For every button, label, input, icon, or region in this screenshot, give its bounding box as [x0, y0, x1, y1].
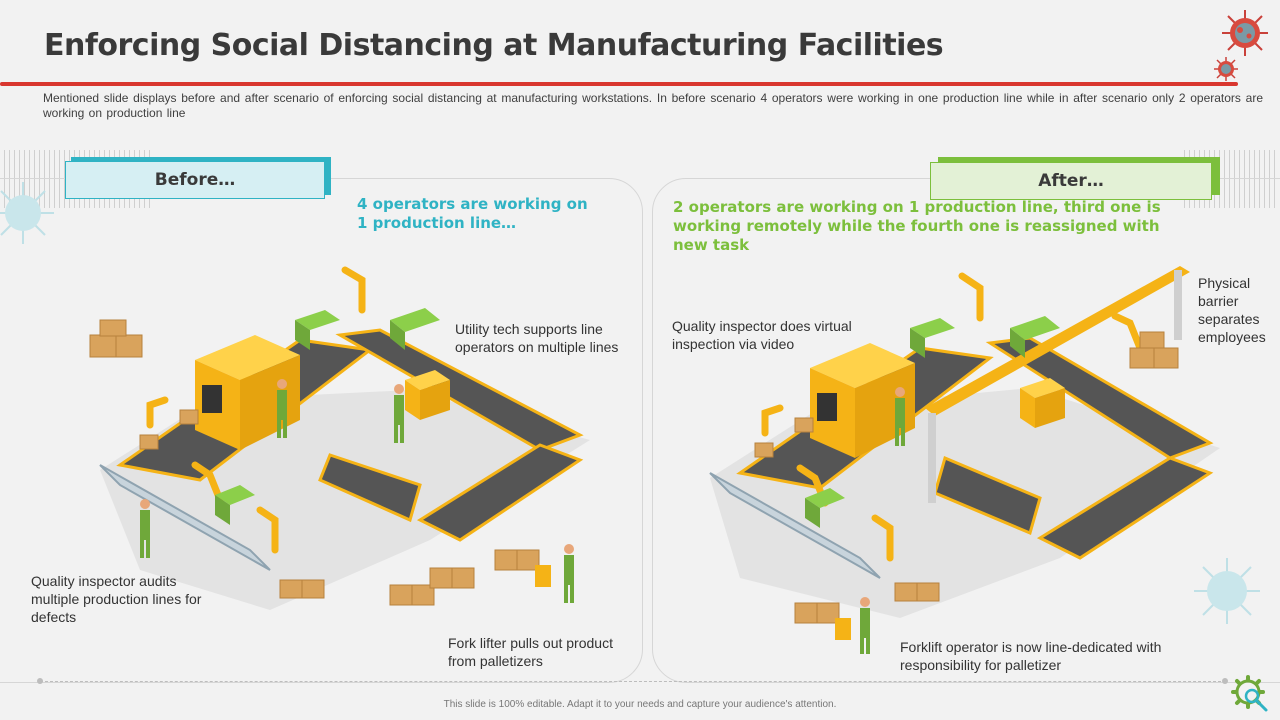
before-tag: Before…	[65, 161, 325, 199]
after-tag: After…	[930, 162, 1212, 200]
slide-description: Mentioned slide displays before and afte…	[43, 91, 1263, 120]
footer-divider-dot	[1222, 678, 1228, 684]
virus-icon	[0, 182, 54, 244]
before-note-fork-lifter: Fork lifter pulls out product from palle…	[448, 635, 613, 669]
slide-footer: This slide is 100% editable. Adapt it to…	[443, 699, 837, 710]
title-underline	[0, 82, 1238, 86]
before-heading: 4 operators are working on 1 production …	[357, 195, 588, 232]
virus-icon	[1222, 10, 1268, 56]
after-note-physical-barrier: Physical barrier separates employees	[1198, 275, 1266, 345]
after-factory-illustration	[709, 266, 1220, 654]
footer-divider-dot	[37, 678, 43, 684]
after-note-forklift-operator: Forklift operator is now line-dedicated …	[900, 639, 1162, 673]
after-heading: 2 operators are working on 1 production …	[673, 198, 1161, 254]
after-note-quality-inspector: Quality inspector does virtual inspectio…	[672, 318, 852, 352]
virus-icon	[1194, 558, 1260, 624]
footer-divider	[40, 681, 1226, 682]
virus-icon	[1214, 57, 1238, 81]
before-note-quality-inspector: Quality inspector audits multiple produc…	[31, 573, 202, 625]
gear-search-icon	[1231, 675, 1268, 712]
before-factory-illustration	[89, 266, 590, 610]
slide-title: Enforcing Social Distancing at Manufactu…	[44, 28, 944, 63]
before-note-utility-tech: Utility tech supports line operators on …	[455, 321, 619, 355]
